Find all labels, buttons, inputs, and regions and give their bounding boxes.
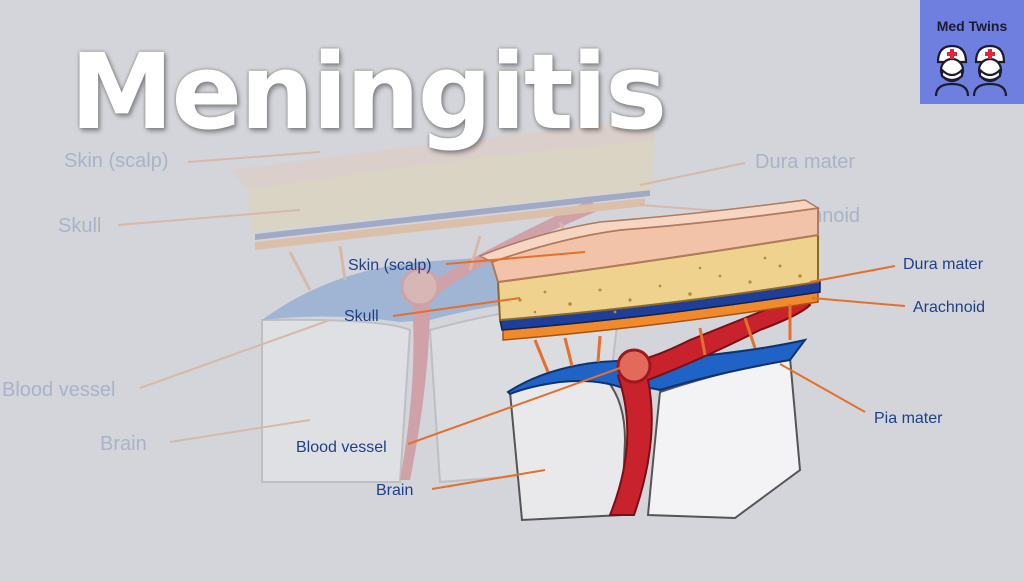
- structure-labels: Skin (scalp) Skull Blood vessel Brain Du…: [296, 256, 985, 499]
- label-brain: Brain: [376, 482, 413, 499]
- label-dura-mater: Dura mater: [903, 256, 984, 273]
- bg-arachnoid: [255, 198, 645, 250]
- skin-scalp-top: [478, 199, 821, 263]
- twin-doctors-icon: [934, 44, 1008, 97]
- page-title: Meningitis: [70, 31, 667, 153]
- label-skin-scalp: Skin (scalp): [348, 257, 432, 274]
- bg-label-dura: Dura mater: [755, 151, 855, 173]
- main-diagram: [478, 199, 821, 522]
- label-arachnoid: Arachnoid: [913, 299, 985, 316]
- blood-vessel-node: [616, 348, 652, 384]
- bg-vessel-node: [400, 267, 440, 307]
- bg-dura: [255, 190, 650, 240]
- brand-badge: Med Twins: [920, 0, 1024, 104]
- brain-block-left: [508, 375, 627, 522]
- label-pia-mater: Pia mater: [874, 410, 943, 427]
- leader-lines: [392, 251, 906, 490]
- bg-brain-block: [261, 318, 412, 483]
- label-blood-vessel: Blood vessel: [296, 439, 387, 456]
- bg-label-skin: Skin (scalp): [64, 150, 168, 172]
- bg-label-skull: Skull: [58, 215, 101, 237]
- arachnoid-trabeculae: [533, 304, 792, 373]
- bg-label-blood-vessel: Blood vessel: [2, 379, 115, 401]
- bg-label-brain: Brain: [100, 433, 147, 455]
- brand-name: Med Twins: [936, 18, 1008, 34]
- bg-skin: [230, 120, 655, 190]
- bg-skull: [248, 140, 655, 232]
- skull-texture: [518, 256, 802, 314]
- label-skull: Skull: [344, 308, 379, 325]
